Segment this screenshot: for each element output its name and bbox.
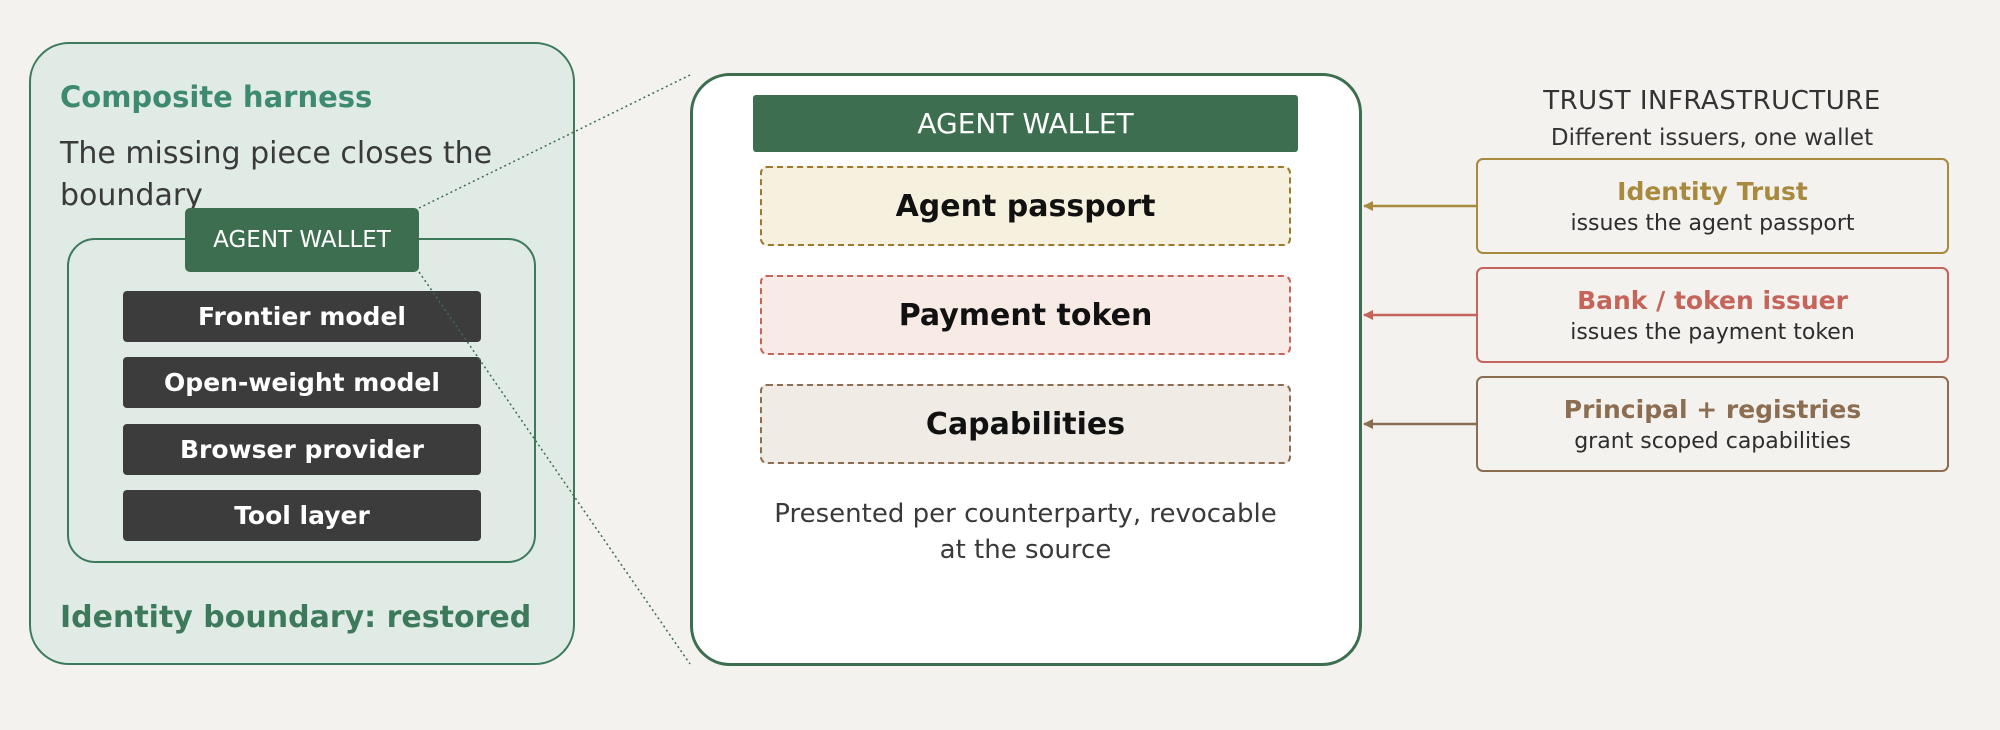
issuer-name: Identity Trust xyxy=(1617,176,1808,206)
agent-wallet-panel xyxy=(690,73,1362,666)
identity-boundary-status: Identity boundary: restored xyxy=(60,600,532,635)
issuer-principal-registries: Principal + registries grant scoped capa… xyxy=(1476,376,1949,472)
trust-infrastructure-heading: TRUST INFRASTRUCTURE xyxy=(1543,86,1881,116)
stack-item-browser-provider: Browser provider xyxy=(123,424,481,475)
credential-payment-token: Payment token xyxy=(760,275,1291,355)
issuer-name: Principal + registries xyxy=(1563,394,1862,424)
issuer-description: issues the agent passport xyxy=(1570,210,1855,236)
issuer-identity-trust: Identity Trust issues the agent passport xyxy=(1476,158,1949,254)
credential-agent-passport: Agent passport xyxy=(760,166,1291,246)
issuer-description: issues the payment token xyxy=(1570,319,1855,345)
issuer-name: Bank / token issuer xyxy=(1577,285,1848,315)
agent-wallet-tab: AGENT WALLET xyxy=(185,208,419,272)
issuer-description: grant scoped capabilities xyxy=(1574,428,1851,454)
stack-item-tool-layer: Tool layer xyxy=(123,490,481,541)
composite-harness-subtitle: The missing piece closes the boundary xyxy=(60,136,493,213)
credential-capabilities: Capabilities xyxy=(760,384,1291,464)
issuer-bank-token: Bank / token issuer issues the payment t… xyxy=(1476,267,1949,363)
stack-item-frontier-model: Frontier model xyxy=(123,291,481,342)
agent-wallet-header: AGENT WALLET xyxy=(753,95,1298,152)
stack-item-open-weight-model: Open-weight model xyxy=(123,357,481,408)
trust-infrastructure-subheading: Different issuers, one wallet xyxy=(1550,125,1874,151)
agent-wallet-note: Presented per counterparty, revocable at… xyxy=(774,499,1277,565)
composite-harness-title: Composite harness xyxy=(60,80,373,114)
